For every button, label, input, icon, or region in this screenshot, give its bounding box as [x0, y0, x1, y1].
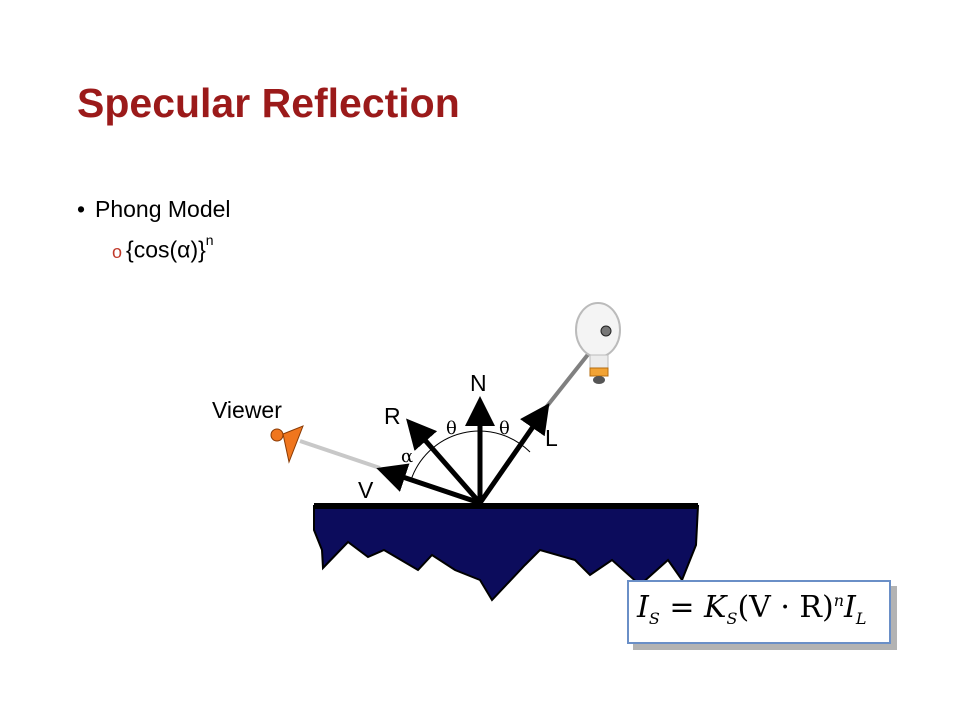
label-normal: N	[470, 370, 487, 396]
angle-arc	[410, 430, 531, 481]
sub-bullet-cos: o{cos(α)}n	[112, 232, 214, 264]
sub-bullet-marker: o	[112, 241, 123, 262]
surface-block	[313, 505, 700, 602]
sub-bullet-text: {cos(α)}	[126, 236, 206, 263]
reflect-arrow	[406, 418, 482, 505]
label-viewer: Viewer	[212, 397, 282, 423]
bullet-text: Phong Model	[95, 196, 231, 222]
light-bulb-icon	[575, 302, 621, 384]
bullet-dot: •	[77, 196, 86, 222]
label-theta-left: θ	[446, 418, 457, 439]
label-theta-right: θ	[499, 418, 510, 439]
formula-sub-s: S	[648, 609, 660, 628]
label-alpha: α	[401, 446, 413, 467]
formula-exponent: n	[833, 591, 845, 610]
bullet-phong-model: • Phong Model	[77, 196, 231, 223]
specular-formula: IS = KS(V · R)nIL	[637, 590, 867, 628]
formula-light-intensity: I	[844, 590, 856, 625]
slide-title: Specular Reflection	[77, 80, 460, 126]
sub-bullet-exponent: n	[205, 232, 214, 248]
formula-equals: =	[659, 590, 705, 625]
formula-sub-s2: S	[726, 609, 738, 628]
formula-sub-l: L	[855, 609, 867, 628]
label-reflect: R	[384, 403, 401, 429]
formula-dot-product: (V · R)	[737, 590, 834, 625]
label-light: L	[545, 425, 558, 451]
formula-box: IS = KS(V · R)nIL	[627, 580, 891, 644]
light-arrow	[477, 403, 550, 505]
formula-intensity: I	[637, 590, 649, 625]
view-beam	[299, 439, 381, 470]
formula-coefficient: K	[704, 590, 727, 625]
viewer-eye-icon	[270, 425, 304, 464]
view-arrow	[376, 463, 481, 506]
label-view: V	[358, 477, 374, 503]
